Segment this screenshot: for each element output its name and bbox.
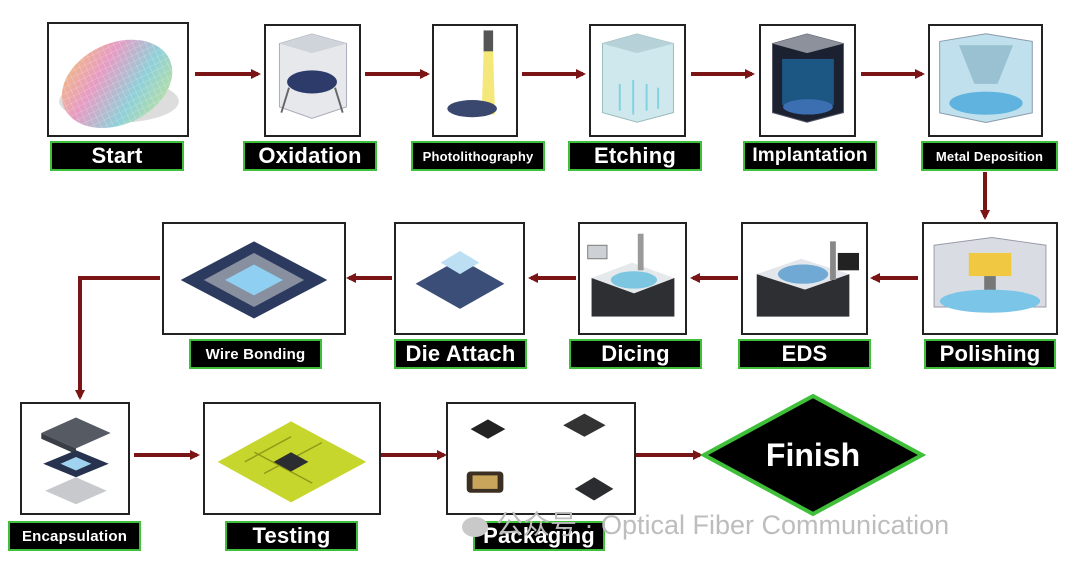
watermark-text: 公众号 · Optical Fiber Communication bbox=[496, 510, 950, 540]
step-dieattach-image bbox=[394, 222, 525, 335]
step-eds-image bbox=[741, 222, 868, 335]
step-deposition-label: Metal Deposition bbox=[921, 141, 1058, 171]
step-dieattach-label: Die Attach bbox=[394, 339, 527, 369]
dicing-machine-icon bbox=[587, 233, 675, 317]
watermark: 公众号 · Optical Fiber Communication bbox=[462, 503, 949, 542]
step-polishing-image bbox=[922, 222, 1058, 335]
step-encapsulation-label: Encapsulation bbox=[8, 521, 141, 551]
step-wirebonding-image bbox=[162, 222, 346, 335]
step-implantation-image bbox=[759, 24, 856, 137]
step-wirebonding-label: Wire Bonding bbox=[189, 339, 322, 369]
die-on-substrate-icon bbox=[415, 251, 505, 309]
light-beam-icon bbox=[447, 30, 497, 118]
wafer-icon bbox=[59, 39, 179, 128]
polisher-icon bbox=[933, 237, 1047, 313]
circuit-board-icon bbox=[217, 421, 367, 503]
oxidation-chamber-icon bbox=[278, 33, 348, 119]
wire-bonded-chip-icon bbox=[180, 241, 328, 319]
step-implantation-label: Implantation bbox=[743, 141, 877, 171]
step-etching-image bbox=[589, 24, 686, 137]
implantation-chamber-icon bbox=[772, 33, 844, 123]
step-packaging-image bbox=[446, 402, 636, 515]
step-dicing-label: Dicing bbox=[569, 339, 702, 369]
step-deposition-image bbox=[928, 24, 1043, 137]
finish-label: Finish bbox=[766, 437, 860, 473]
step-start-label: Start bbox=[50, 141, 184, 171]
step-dicing-image bbox=[578, 222, 687, 335]
deposition-chamber-icon bbox=[939, 33, 1033, 123]
etching-chamber-icon bbox=[602, 33, 674, 123]
step-encapsulation-image bbox=[20, 402, 130, 515]
step-polishing-label: Polishing bbox=[924, 339, 1056, 369]
test-machine-icon bbox=[756, 241, 859, 317]
arrow-wirebonding-encapsulation bbox=[75, 276, 160, 400]
step-testing-image bbox=[203, 402, 381, 515]
wechat-icon bbox=[462, 516, 488, 537]
step-photolithography-label: Photolithography bbox=[411, 141, 545, 171]
packaged-chips-icon bbox=[466, 413, 614, 501]
finish-diamond: Finish bbox=[700, 393, 926, 517]
step-testing-label: Testing bbox=[225, 521, 358, 551]
step-oxidation-label: Oxidation bbox=[243, 141, 377, 171]
step-oxidation-image bbox=[264, 24, 361, 137]
step-photolithography-image bbox=[432, 24, 518, 137]
chip-layers-icon bbox=[41, 417, 111, 505]
step-eds-label: EDS bbox=[738, 339, 871, 369]
step-etching-label: Etching bbox=[568, 141, 702, 171]
step-start-image bbox=[47, 22, 189, 137]
